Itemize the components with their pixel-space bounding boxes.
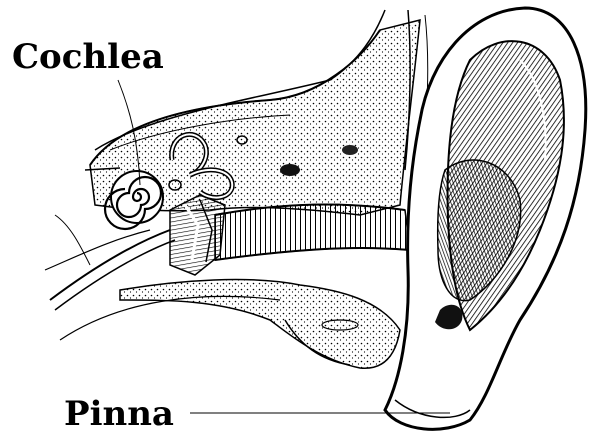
lower-tissue <box>60 280 400 369</box>
ossicles <box>170 195 225 275</box>
cochlea-label: Cochlea <box>12 37 164 77</box>
ear-canal <box>215 205 410 260</box>
pinna-label: Pinna <box>64 394 174 434</box>
